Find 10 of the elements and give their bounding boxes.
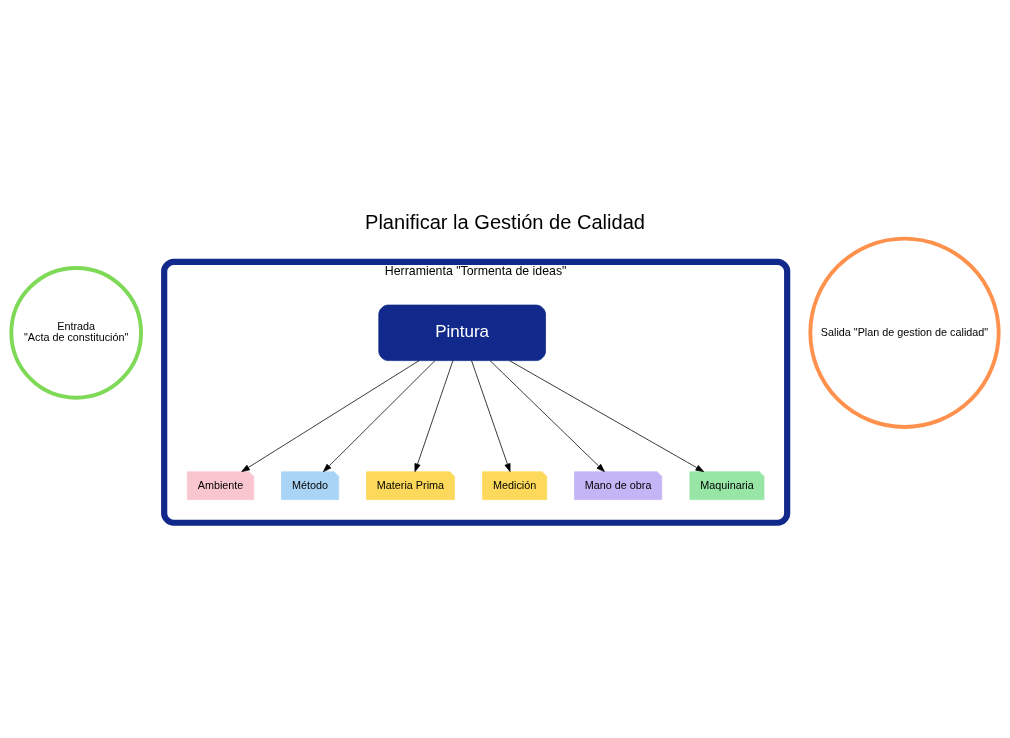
node-box: Pintura [378,304,546,361]
arrow [323,359,436,472]
node-circle: Entrada "Acta de constitución" [9,265,143,400]
node-circle: Salida "Plan de gestion de calidad" [808,236,1001,429]
diagram-title: Planificar la Gestión de Calidad [365,210,645,233]
arrow [509,359,705,472]
arrow [241,359,420,472]
arrow [414,359,454,472]
arrow [489,359,605,472]
arrow [471,359,511,472]
